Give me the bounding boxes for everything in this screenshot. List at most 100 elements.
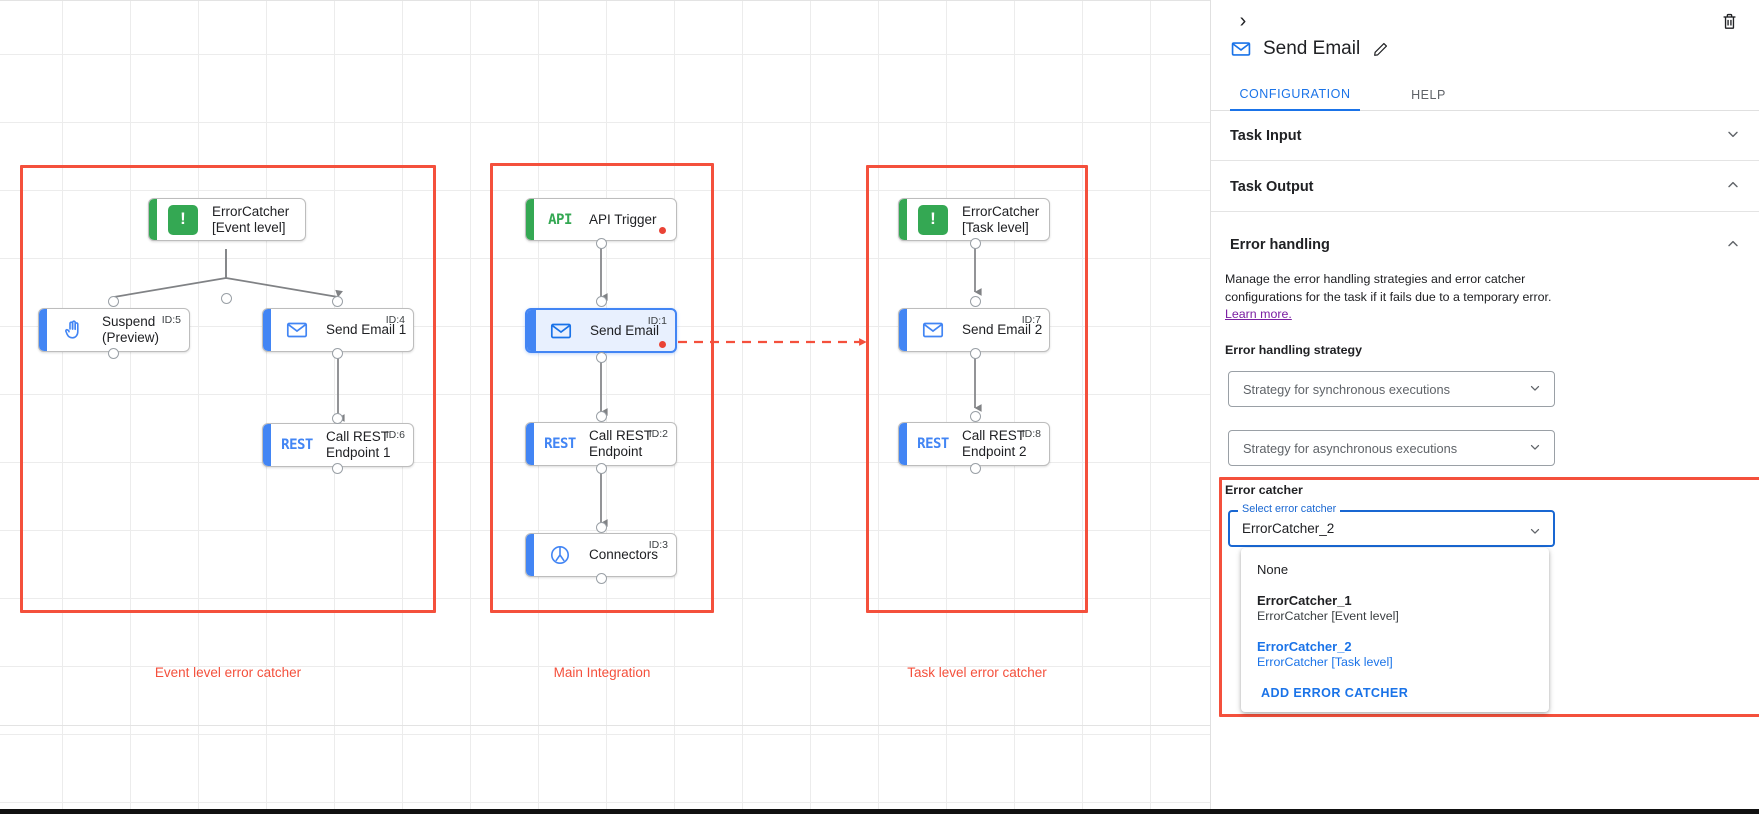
node-label: Call REST Endpoint <box>589 428 653 459</box>
node-accent-bar <box>526 534 534 576</box>
node-label: Suspend (Preview) <box>102 314 160 345</box>
node-id-badge: ID:7 <box>1021 314 1041 326</box>
envelope-icon <box>280 313 314 347</box>
error-catcher-section-label: Error catcher <box>1225 483 1303 497</box>
node-port-out[interactable] <box>596 573 607 584</box>
canvas-top-edge <box>0 0 1210 1</box>
learn-more-link[interactable]: Learn more. <box>1225 307 1292 322</box>
sync-strategy-select[interactable]: Strategy for synchronous executions <box>1228 371 1555 407</box>
node-port-out[interactable] <box>596 238 607 249</box>
error-handling-description-text: Manage the error handling strategies and… <box>1225 272 1552 304</box>
node-suspend[interactable]: Suspend (Preview) ID:5 <box>38 308 190 352</box>
node-label: Send Email 1 <box>326 322 407 338</box>
delete-icon[interactable] <box>1716 8 1742 34</box>
node-port-in[interactable] <box>332 296 343 307</box>
chevron-down-icon <box>1528 440 1542 457</box>
error-catcher-highlight-box <box>1219 477 1759 717</box>
api-icon: API <box>548 211 572 228</box>
node-error-catcher-task-level[interactable]: ! ErrorCatcher [Task level] <box>898 198 1050 241</box>
node-label: Call REST Endpoint 1 <box>326 429 391 460</box>
node-port-in[interactable] <box>332 413 343 424</box>
node-id-badge: ID:4 <box>385 314 405 326</box>
panel-header: › Send Email <box>1211 0 1759 78</box>
section-task-input[interactable]: Task Input <box>1211 111 1759 161</box>
node-port-in[interactable] <box>970 411 981 422</box>
node-accent-bar <box>263 424 271 466</box>
node-port-out[interactable] <box>970 348 981 359</box>
node-port-out[interactable] <box>596 463 607 474</box>
node-label: Send Email 2 <box>962 322 1043 338</box>
node-error-catcher-event-level[interactable]: ! ErrorCatcher [Event level] <box>148 198 306 241</box>
node-send-email-selected[interactable]: Send Email ID:1 <box>525 308 677 353</box>
node-id-badge: ID:1 <box>647 315 667 327</box>
group-label-task-level: Task level error catcher <box>907 665 1047 680</box>
node-label: Call REST Endpoint 2 <box>962 428 1027 459</box>
error-catcher-dropdown-menu[interactable]: None ErrorCatcher_1 ErrorCatcher [Event … <box>1241 548 1549 712</box>
node-accent-bar <box>149 199 157 240</box>
node-port-out[interactable] <box>596 352 607 363</box>
node-accent-bar <box>899 423 907 465</box>
section-error-handling[interactable]: Error handling <box>1211 220 1759 270</box>
node-accent-bar <box>899 199 907 240</box>
node-send-email-1[interactable]: Send Email 1 ID:4 <box>262 308 414 352</box>
envelope-icon <box>916 313 950 347</box>
error-catcher-icon: ! <box>916 203 950 237</box>
node-id-badge: ID:8 <box>1021 428 1041 440</box>
edit-icon[interactable] <box>1371 40 1390 59</box>
node-port-out[interactable] <box>108 348 119 359</box>
option-secondary: ErrorCatcher [Event level] <box>1257 609 1399 623</box>
node-call-rest-endpoint[interactable]: REST Call REST Endpoint ID:2 <box>525 422 677 466</box>
node-port-out[interactable] <box>970 463 981 474</box>
section-task-output[interactable]: Task Output <box>1211 162 1759 212</box>
group-box-main-integration <box>490 163 714 613</box>
group-label-event-level: Event level error catcher <box>154 665 302 680</box>
node-port-out[interactable] <box>332 348 343 359</box>
chevron-up-icon <box>1725 177 1741 196</box>
add-error-catcher-button[interactable]: ADD ERROR CATCHER <box>1261 686 1409 700</box>
node-port-in[interactable] <box>596 522 607 533</box>
error-catcher-icon: ! <box>166 203 200 237</box>
collapse-panel-icon[interactable]: › <box>1239 9 1247 32</box>
dropdown-option-errorcatcher-2[interactable]: ErrorCatcher_2 ErrorCatcher [Task level] <box>1241 631 1549 677</box>
async-strategy-value: Strategy for asynchronous executions <box>1243 440 1458 456</box>
chevron-down-icon <box>1528 381 1542 398</box>
rest-icon: REST <box>544 436 576 452</box>
tab-configuration[interactable]: CONFIGURATION <box>1230 78 1360 111</box>
node-accent-bar <box>39 309 47 351</box>
group-label-main-integration: Main Integration <box>553 665 651 680</box>
node-port-in[interactable] <box>596 296 607 307</box>
node-id-badge: ID:3 <box>648 539 668 551</box>
node-port-in[interactable] <box>108 296 119 307</box>
envelope-icon <box>544 314 578 348</box>
node-port-in[interactable] <box>596 411 607 422</box>
node-port-out[interactable] <box>970 238 981 249</box>
error-catcher-select[interactable]: ErrorCatcher_2 <box>1228 510 1555 547</box>
node-label: Send Email <box>590 322 660 338</box>
node-label: Connectors <box>589 547 659 563</box>
node-label: ErrorCatcher [Task level] <box>962 203 1040 235</box>
dropdown-option-errorcatcher-1[interactable]: ErrorCatcher_1 ErrorCatcher [Event level… <box>1241 585 1549 631</box>
error-catcher-selected-value: ErrorCatcher_2 <box>1242 521 1335 536</box>
node-port-out[interactable] <box>332 463 343 474</box>
node-send-email-2[interactable]: Send Email 2 ID:7 <box>898 308 1050 352</box>
node-accent-bar <box>526 199 534 240</box>
node-call-rest-endpoint-2[interactable]: REST Call REST Endpoint 2 ID:8 <box>898 422 1050 466</box>
node-call-rest-endpoint-1[interactable]: REST Call REST Endpoint 1 ID:6 <box>262 423 414 467</box>
panel-tabs: CONFIGURATION HELP <box>1211 78 1759 111</box>
rest-icon: REST <box>281 437 313 453</box>
connectors-icon <box>543 538 577 572</box>
tab-help[interactable]: HELP <box>1411 87 1446 102</box>
workflow-canvas[interactable]: Event level error catcher Main Integrati… <box>0 0 1210 814</box>
async-strategy-select[interactable]: Strategy for asynchronous executions <box>1228 430 1555 466</box>
node-connectors[interactable]: Connectors ID:3 <box>525 533 677 577</box>
group-box-event-level <box>20 165 436 613</box>
error-catcher-field-legend: Select error catcher <box>1238 503 1341 515</box>
bottom-edge-bar <box>0 809 1759 814</box>
sync-strategy-value: Strategy for synchronous executions <box>1243 381 1450 397</box>
node-api-trigger[interactable]: API API Trigger <box>525 198 677 241</box>
panel-title-row: Send Email <box>1230 38 1390 60</box>
node-port-out[interactable] <box>221 293 232 304</box>
section-title: Error handling <box>1230 237 1330 253</box>
node-port-in[interactable] <box>970 296 981 307</box>
dropdown-option-none[interactable]: None <box>1241 554 1549 585</box>
